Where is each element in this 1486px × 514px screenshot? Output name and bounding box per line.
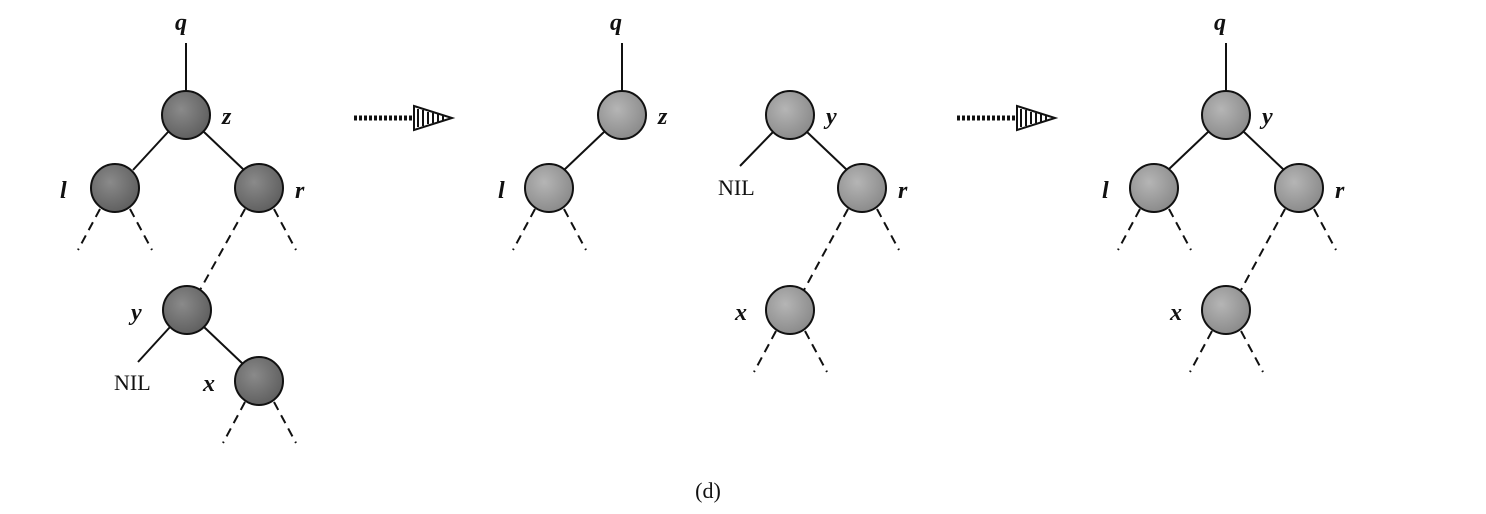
right-l-label: l [1102, 178, 1109, 204]
middle-z-l-edge [563, 131, 605, 171]
left-node-z [161, 90, 211, 140]
left-r-subtree-right [273, 208, 297, 251]
right-l-subtree-left [1117, 208, 1141, 251]
middle-tree-y: y NIL r x [718, 90, 908, 373]
left-x-label: x [202, 371, 215, 397]
middle-node-x [765, 285, 815, 335]
middle-node-l [524, 163, 574, 213]
middle-y-r-edge [806, 131, 848, 171]
left-q-label: q [175, 10, 187, 36]
right-r-x-path [1240, 208, 1286, 291]
middle-node-z [597, 90, 647, 140]
left-z-label: z [221, 104, 232, 130]
middle-y-nil-edge [739, 131, 774, 167]
middle-r-x-path [803, 208, 849, 291]
middle-tree-z: q z l [498, 10, 668, 251]
left-y-label: y [128, 300, 142, 326]
left-y-x-edge [203, 326, 244, 365]
left-tree: q z l r y NIL x [60, 10, 305, 444]
left-l-subtree-left [77, 208, 101, 251]
right-x-label: x [1169, 300, 1182, 326]
left-z-l-edge [132, 131, 169, 171]
left-node-l [90, 163, 140, 213]
left-l-subtree-right [129, 208, 153, 251]
left-l-label: l [60, 178, 67, 204]
left-x-subtree-left [222, 401, 246, 444]
left-y-nil-edge [137, 326, 171, 363]
left-node-x [234, 356, 284, 406]
middle-q-label: q [610, 10, 622, 36]
middle-l-label: l [498, 178, 505, 204]
right-r-label: r [1335, 178, 1345, 204]
middle-nil-label: NIL [718, 175, 755, 200]
middle-r-subtree-right [876, 208, 900, 251]
middle-y-label: y [823, 104, 837, 130]
middle-node-r [837, 163, 887, 213]
right-y-r-edge [1243, 131, 1285, 171]
right-y-label: y [1259, 104, 1273, 130]
transition-arrow-1 [354, 104, 456, 132]
left-r-label: r [295, 178, 305, 204]
middle-x-subtree-right [804, 330, 828, 373]
left-z-r-edge [203, 131, 245, 171]
left-r-y-path [199, 208, 246, 291]
left-node-y [162, 285, 212, 335]
middle-z-label: z [657, 104, 668, 130]
middle-x-label: x [734, 300, 747, 326]
right-y-l-edge [1167, 131, 1209, 171]
middle-node-y [765, 90, 815, 140]
left-nil-label: NIL [114, 370, 151, 395]
right-node-y [1201, 90, 1251, 140]
right-x-subtree-left [1189, 330, 1213, 373]
transition-arrow-2 [957, 104, 1059, 132]
middle-x-subtree-left [753, 330, 777, 373]
right-node-l [1129, 163, 1179, 213]
left-x-subtree-right [273, 401, 297, 444]
left-node-r [234, 163, 284, 213]
middle-l-subtree-right [563, 208, 587, 251]
middle-l-subtree-left [512, 208, 536, 251]
figure-caption: (d) [695, 478, 721, 503]
right-tree: q y l r x [1102, 10, 1345, 373]
right-q-label: q [1214, 10, 1226, 36]
right-node-x [1201, 285, 1251, 335]
middle-r-label: r [898, 178, 908, 204]
right-r-subtree-right [1313, 208, 1337, 251]
right-node-r [1274, 163, 1324, 213]
right-l-subtree-right [1168, 208, 1192, 251]
right-x-subtree-right [1240, 330, 1264, 373]
